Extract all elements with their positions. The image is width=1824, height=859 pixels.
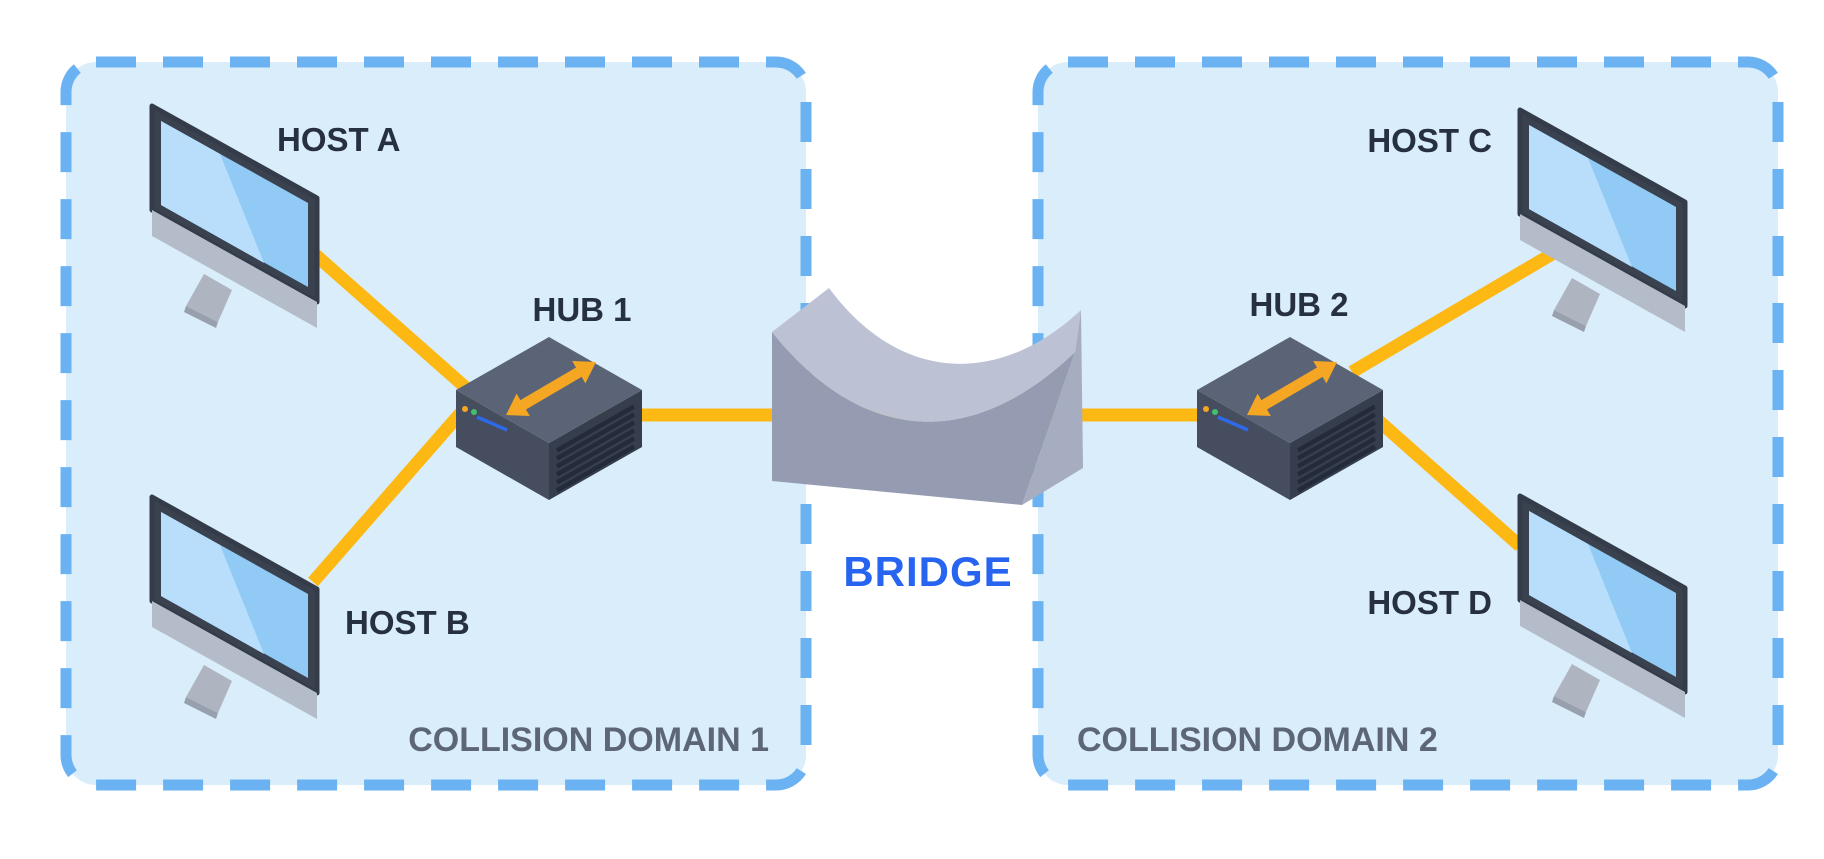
bridge-front-face [772,332,1075,505]
cable-host-b-to-hub-1 [308,395,477,587]
hub-2-label: HUB 2 [1249,286,1348,323]
cable-hub-2-to-host-d [1357,401,1525,551]
bridge-top-scoop [772,288,1081,422]
hub-1-label: HUB 1 [532,291,631,328]
host-a-label: HOST A [277,121,400,158]
cable-hub-2-to-host-c [1348,248,1556,378]
host-b-label: HOST B [345,604,470,641]
bridge-arch-icon [772,288,1083,505]
cable-host-a-to-hub-1 [305,245,487,407]
collision-domain-2-label: COLLISION DOMAIN 2 [1077,721,1438,759]
host-c-label: HOST C [1367,122,1492,159]
bridge-label: BRIDGE [843,548,1012,595]
collision-domain-1-label: COLLISION DOMAIN 1 [408,721,769,759]
host-d-label: HOST D [1367,584,1492,621]
bridge-side-face [1022,310,1083,505]
